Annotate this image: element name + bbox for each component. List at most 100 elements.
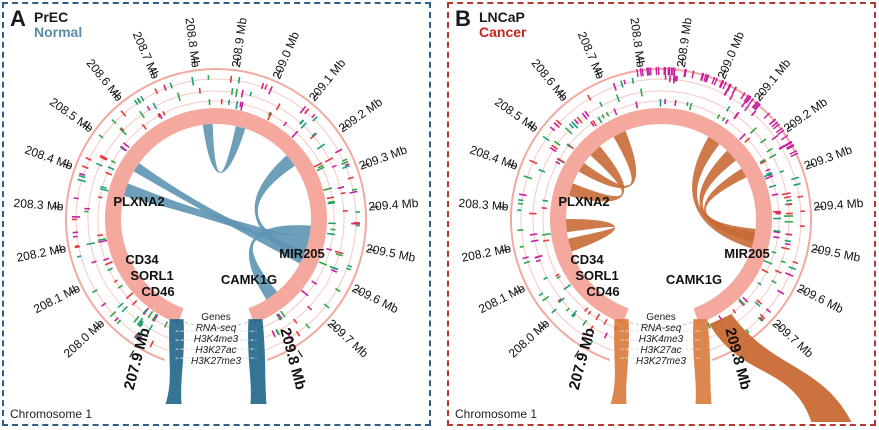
panel-letter: B <box>455 6 471 31</box>
track-mark <box>73 197 79 200</box>
track-mark <box>138 320 144 327</box>
gene-label-sorl1: SORL1 <box>575 268 618 283</box>
track-mark <box>738 299 745 307</box>
tick-label: 208.9 Mb <box>674 16 695 68</box>
track-mark <box>79 172 86 176</box>
track-mark <box>571 121 579 129</box>
track-mark <box>647 67 651 76</box>
track-mark <box>551 144 559 150</box>
track-mark <box>72 231 79 234</box>
track-mark <box>249 91 253 97</box>
track-mark <box>264 84 268 90</box>
track-mark <box>117 302 124 309</box>
track-mark <box>670 67 673 76</box>
tick-line <box>70 288 78 294</box>
track-mark <box>568 123 574 129</box>
tick-label: 209.2 Mb <box>781 95 830 136</box>
track-mark <box>140 95 145 102</box>
gene-label-cd34: CD34 <box>570 252 604 267</box>
interaction-link <box>704 168 756 239</box>
track-mark <box>227 99 231 106</box>
start-label: 207.9 Mb <box>566 326 599 392</box>
track-mark <box>759 160 767 165</box>
track-mark <box>542 135 550 142</box>
track-label: Genes <box>201 312 230 323</box>
track-mark <box>582 319 588 326</box>
track-mark <box>769 153 777 159</box>
track-mark <box>763 259 773 265</box>
gene-label-camk1g: CAMK1G <box>666 272 722 287</box>
track-mark <box>529 233 538 236</box>
track-mark <box>316 166 325 172</box>
tick-line <box>721 69 727 77</box>
track-mark <box>134 99 139 106</box>
track-mark <box>100 185 107 189</box>
track-mark <box>703 73 707 82</box>
track-mark <box>239 101 242 108</box>
track-mark <box>305 323 311 329</box>
track-mark <box>771 121 779 128</box>
track-mark <box>757 316 763 322</box>
track-mark <box>154 88 159 95</box>
tick-label: 208.5 Mb <box>47 95 96 136</box>
tick-label: 208.8 Mb <box>627 17 648 69</box>
track-mark <box>317 164 324 169</box>
track-mark <box>268 86 273 95</box>
track-mark <box>142 309 148 315</box>
track-mark <box>729 93 734 101</box>
track-mark <box>646 67 650 76</box>
track-mark <box>784 242 791 246</box>
track-mark <box>271 330 276 338</box>
tick-line <box>193 57 196 66</box>
track-mark <box>530 239 539 243</box>
track-mark <box>122 142 130 149</box>
tick-label: 209.4 Mb <box>813 196 864 214</box>
track-mark <box>783 195 792 199</box>
tick-label: 209.5 Mb <box>810 241 862 265</box>
track-mark <box>576 116 583 124</box>
track-mark <box>292 318 298 324</box>
track-mark <box>345 267 352 271</box>
track-mark <box>337 186 345 190</box>
track-mark <box>557 298 562 303</box>
track-mark <box>704 74 709 83</box>
track-mark <box>605 111 610 117</box>
gene-label-cd34: CD34 <box>125 252 159 267</box>
track-mark <box>745 328 750 334</box>
tick-line <box>507 162 516 167</box>
tick-line <box>540 323 547 330</box>
interaction-link <box>248 225 311 300</box>
extra-link <box>709 314 852 422</box>
track-mark <box>99 187 109 192</box>
track-mark <box>519 245 524 249</box>
track-mark <box>777 129 785 136</box>
track-mark <box>323 187 333 191</box>
cell-line-label: LNCaP <box>479 9 525 25</box>
track-mark <box>324 157 334 163</box>
track-mark <box>772 123 781 130</box>
track-mark <box>299 119 305 125</box>
track-mark <box>759 313 766 320</box>
track-mark <box>328 200 335 204</box>
tick-line <box>354 288 362 294</box>
track-mark <box>700 72 705 82</box>
track-mark <box>100 302 107 307</box>
track-mark <box>649 67 652 76</box>
track-mark <box>121 305 128 313</box>
track-mark <box>538 292 544 297</box>
tick-line <box>53 206 62 208</box>
end-stalk <box>693 319 712 404</box>
track-mark <box>163 84 167 91</box>
track-mark <box>131 299 138 306</box>
state-label: Cancer <box>479 24 527 40</box>
interaction-link <box>568 146 625 202</box>
track-mark <box>347 264 353 268</box>
interaction-link <box>202 124 246 173</box>
track-mark <box>326 232 336 236</box>
tick-label: 208.2 Mb <box>15 241 67 265</box>
track-mark <box>534 255 541 259</box>
track-mark <box>109 310 117 318</box>
track-mark <box>331 164 337 169</box>
track-mark <box>157 113 161 119</box>
